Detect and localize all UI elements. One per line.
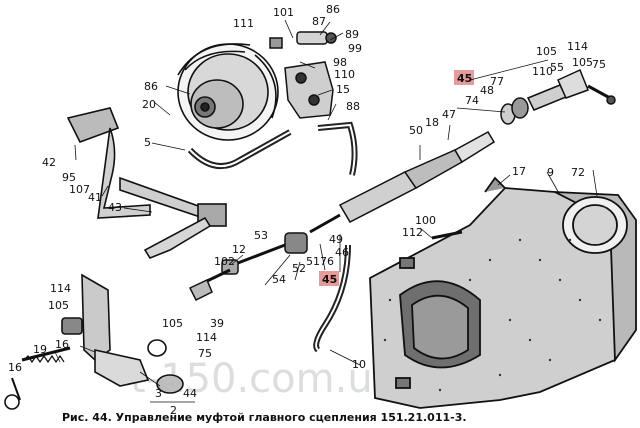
callout-54: 54 <box>272 273 286 286</box>
callout-112: 112 <box>402 226 423 239</box>
callout-48: 48 <box>480 84 494 97</box>
callout-75: 75 <box>198 347 212 360</box>
callout-2: 2 <box>170 404 177 417</box>
callout-51: 51 <box>306 255 320 268</box>
callout-105: 105 <box>162 317 183 330</box>
hydraulic-cylinder <box>188 130 496 302</box>
callout-16: 16 <box>55 338 69 351</box>
callout-53: 53 <box>254 229 268 242</box>
callout-102: 102 <box>214 255 235 268</box>
callout-12: 12 <box>232 243 246 256</box>
callout-88: 88 <box>346 100 360 113</box>
callout-89: 89 <box>345 28 359 41</box>
callout-86: 86 <box>144 80 158 93</box>
pedal-assembly <box>66 107 227 259</box>
callout-19: 19 <box>33 343 47 356</box>
callout-114: 114 <box>196 331 217 344</box>
callout-43: 43 <box>108 201 122 214</box>
callout-5: 5 <box>144 136 151 149</box>
callout-17: 17 <box>512 165 526 178</box>
valve-parts <box>500 68 616 125</box>
callout-20: 20 <box>142 98 156 111</box>
callout-76: 76 <box>320 255 334 268</box>
callout-110: 110 <box>334 68 355 81</box>
callout-45-highlighted: 45 <box>322 273 337 286</box>
callout-101: 101 <box>273 6 294 19</box>
housing-texture <box>383 238 602 392</box>
callout-100: 100 <box>415 214 436 227</box>
lower-bracket <box>4 273 184 410</box>
callout-42: 42 <box>42 156 56 169</box>
callout-74: 74 <box>465 94 479 107</box>
callout-44: 44 <box>183 387 197 400</box>
callout-49: 49 <box>329 233 343 246</box>
callout-105: 105 <box>572 56 593 69</box>
figure-caption: Рис. 44. Управление муфтой главного сцеп… <box>62 411 467 424</box>
clutch-housing <box>369 176 637 409</box>
callout-9: 9 <box>547 166 554 179</box>
callout-77: 77 <box>490 75 504 88</box>
callout-39: 39 <box>210 317 224 330</box>
callout-45-highlighted: 45 <box>457 72 472 85</box>
callout-47: 47 <box>442 108 456 121</box>
clutch-booster-housing <box>177 43 279 141</box>
callout-75: 75 <box>592 58 606 71</box>
callout-114: 114 <box>567 40 588 53</box>
callout-50: 50 <box>409 124 423 137</box>
callout-41: 41 <box>88 191 102 204</box>
callout-95: 95 <box>62 171 76 184</box>
callout-52: 52 <box>292 262 306 275</box>
highlight-box <box>454 70 474 85</box>
callout-86: 86 <box>326 3 340 16</box>
callout-111: 111 <box>233 17 254 30</box>
highlight-box <box>319 271 339 286</box>
callout-72: 72 <box>571 166 585 179</box>
callout-87: 87 <box>312 15 326 28</box>
callout-3: 3 <box>155 387 162 400</box>
callout-105: 105 <box>536 45 557 58</box>
callout-10: 10 <box>352 358 366 371</box>
callout-18: 18 <box>425 116 439 129</box>
callout-107: 107 <box>69 183 90 196</box>
callout-55: 55 <box>550 61 564 74</box>
callout-16: 16 <box>8 361 22 374</box>
callout-46: 46 <box>335 246 349 259</box>
fork-87 <box>269 31 337 49</box>
leader-lines <box>54 19 598 387</box>
callout-99: 99 <box>348 42 362 55</box>
callout-98: 98 <box>333 56 347 69</box>
mounting-bracket-15 <box>284 61 334 119</box>
hose-lines <box>187 121 358 353</box>
callout-105: 105 <box>48 299 69 312</box>
callout-114: 114 <box>50 282 71 295</box>
callout-labels: 101 86 111 87 89 99 98 110 15 86 20 88 5… <box>8 3 606 417</box>
callout-110: 110 <box>532 65 553 78</box>
callout-15: 15 <box>336 83 350 96</box>
